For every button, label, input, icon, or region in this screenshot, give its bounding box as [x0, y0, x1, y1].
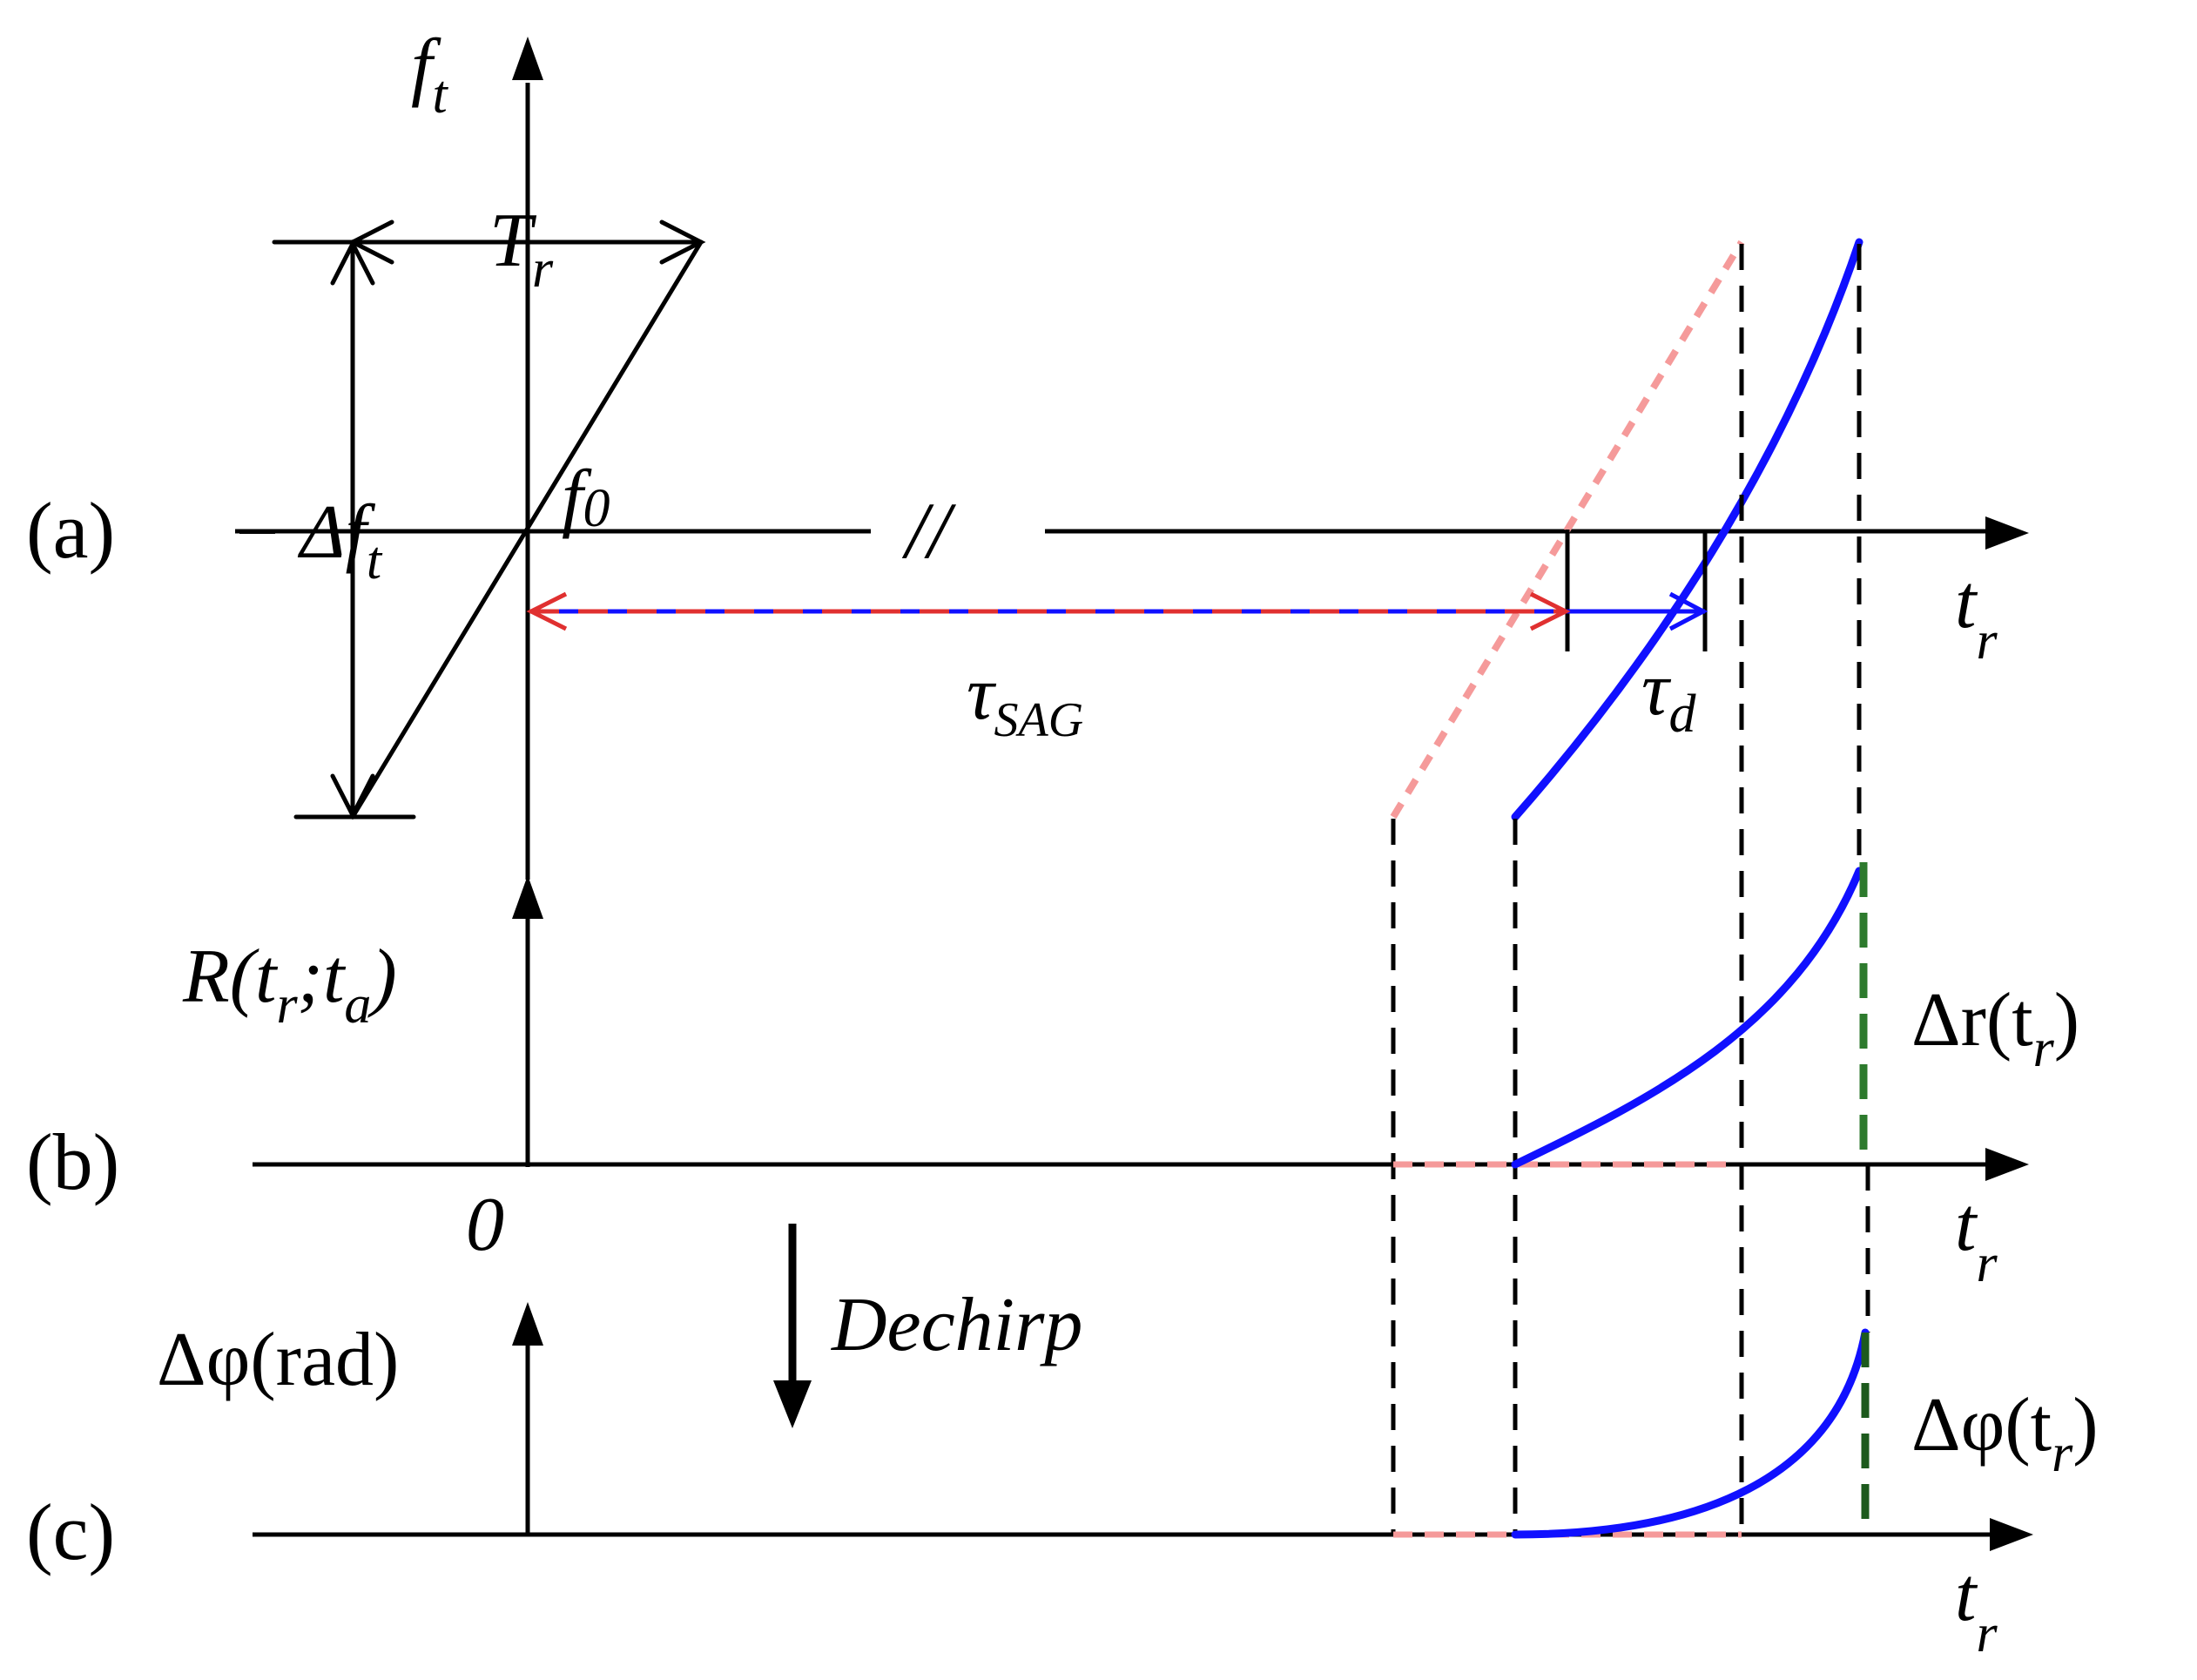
panel-c-label: (c): [26, 1488, 115, 1576]
panel-b-label: (b): [26, 1117, 119, 1206]
break-mark: //: [901, 486, 957, 575]
transmitted-chirp: [272, 219, 706, 820]
projection-lines: [1391, 244, 1870, 1533]
phase-axis-arrowhead: [512, 1302, 543, 1346]
bandwidth-arrow-bottom-head: [330, 773, 375, 820]
time-axis-a-arrowhead: [1985, 516, 2029, 550]
tau-sag-arrow-left-head: [526, 591, 568, 631]
f-axis-label: ft: [411, 24, 448, 125]
period-label: Tr: [489, 199, 554, 299]
period-arrow-right-head: [659, 219, 706, 265]
range-ylabel: R(tr;ta): [182, 934, 397, 1035]
panel-a-label: (a): [26, 486, 115, 575]
text-labels: (a) (b) (c) ft Tr f0 − Δft τSAG τd // tr…: [26, 24, 2099, 1663]
chirp-line: [350, 240, 704, 820]
received-chirp-curve: [1511, 238, 1863, 821]
time-axis-a-label: tr: [1955, 560, 1998, 671]
tau-d-arrow-right-head: [1668, 591, 1708, 631]
dechirp-label: Dechirp: [831, 1283, 1082, 1367]
dechirp-arrow-head: [773, 1380, 812, 1428]
tau-d-label: τd: [1641, 647, 1697, 744]
phase-ylabel: Δφ(rad): [157, 1318, 399, 1402]
f-axis-arrowhead: [512, 37, 543, 80]
time-axis-b-label: tr: [1955, 1183, 1998, 1293]
tau-sag-arrow-right-head: [1529, 591, 1571, 631]
time-axis-b-arrowhead: [1985, 1148, 2029, 1181]
tau-sag-label: τSAG: [967, 651, 1083, 747]
bandwidth-arrow-top-head: [330, 239, 375, 286]
bandwidth-label: − Δft: [231, 490, 383, 590]
range-difference-curve: [1511, 867, 1863, 1169]
time-axis-c-arrowhead: [1990, 1518, 2033, 1551]
tau-sag-arrow: [526, 591, 1708, 631]
delta-r-label: Δr(tr): [1911, 978, 2079, 1078]
phase-difference-curve: [1511, 1328, 1870, 1539]
time-axis-c-label: tr: [1955, 1553, 1998, 1663]
tau-ticks: [1565, 530, 1708, 651]
origin-label: 0: [466, 1183, 504, 1267]
dechirp-arrow: [773, 1224, 812, 1428]
delta-phi-label: Δφ(tr): [1911, 1383, 2099, 1483]
f0-label: f0: [562, 455, 610, 540]
axes: [235, 37, 2033, 1551]
range-axis-arrowhead: [512, 875, 543, 919]
